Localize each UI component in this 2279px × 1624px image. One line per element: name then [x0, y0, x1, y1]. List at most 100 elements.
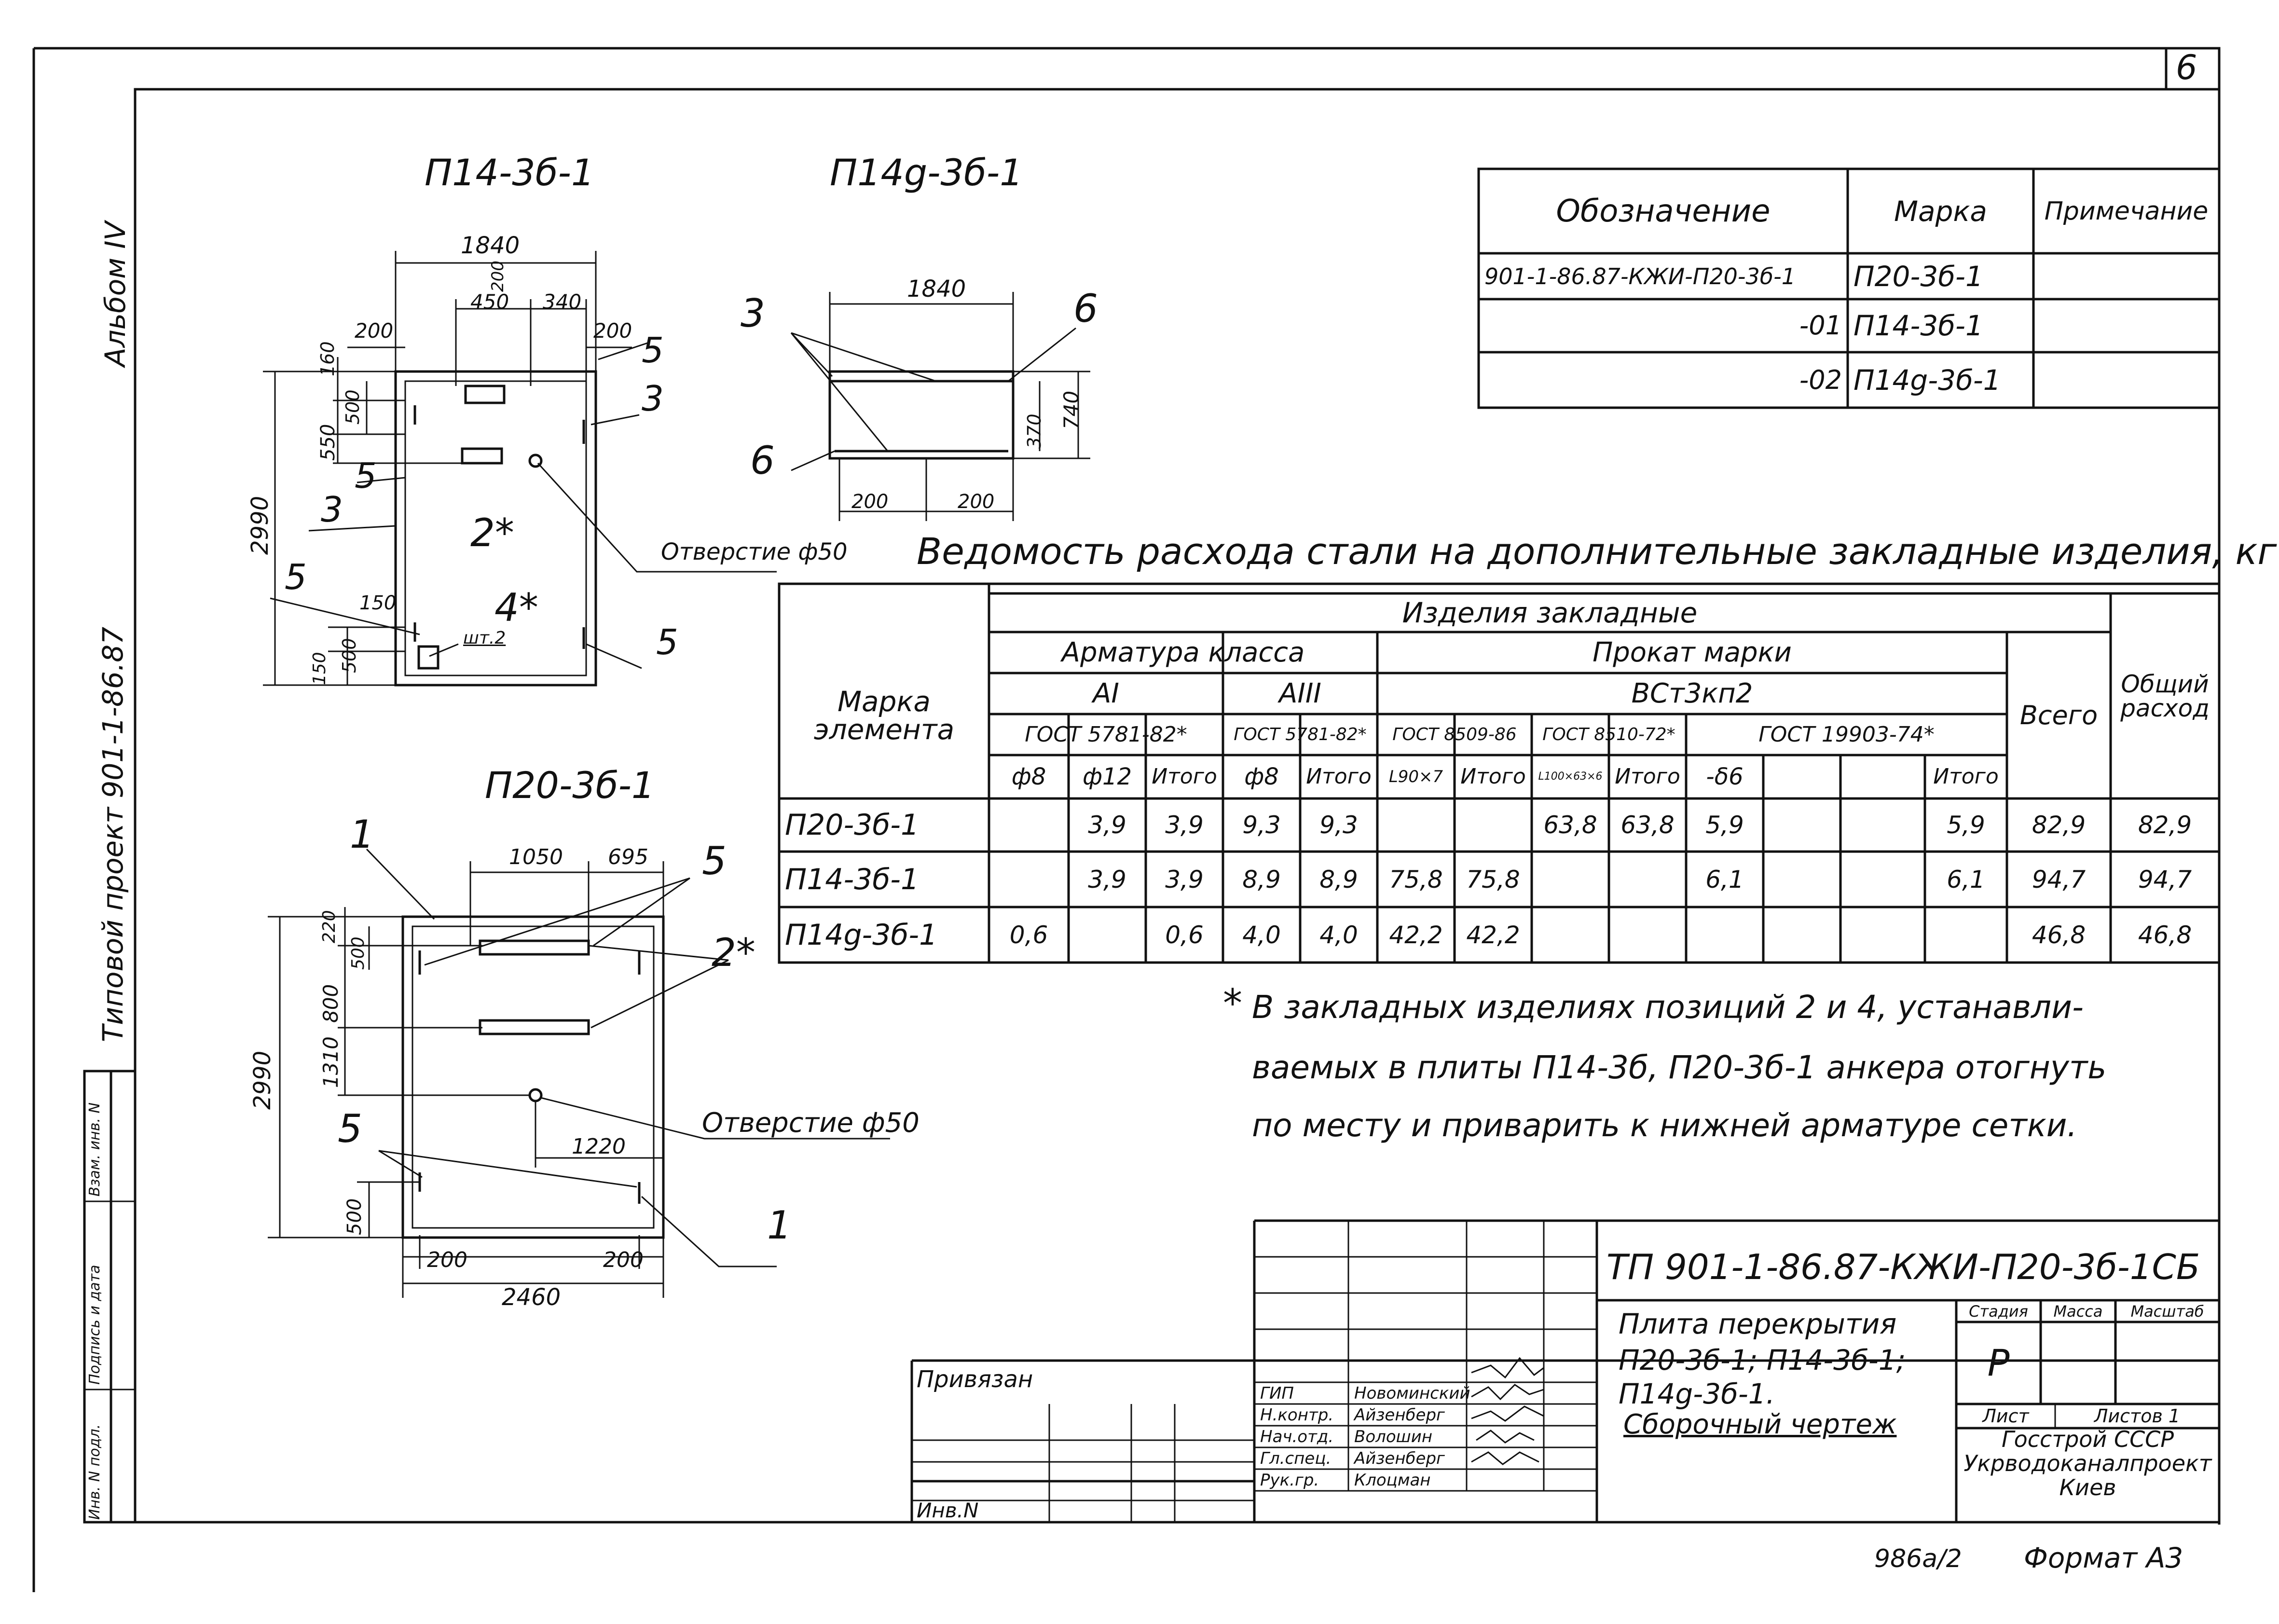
- steel-sub-6: L90×7: [1388, 767, 1443, 786]
- tb-code: ТП 901-1-86.87-КЖИ-П20-3б-1СБ: [1606, 1247, 2200, 1287]
- tb-sheet-h: Лист: [1982, 1405, 2029, 1427]
- p14-label-5a: 5: [642, 330, 664, 371]
- tb-person-name: Айзенберг: [1354, 1405, 1445, 1425]
- steel-cell: 94,7: [2032, 865, 2086, 894]
- steel-row-mark: П14-3б-1: [785, 862, 920, 896]
- steel-h-ai: АI: [1093, 677, 1119, 709]
- stamp-vzam: Взам. инв. N: [86, 1102, 103, 1197]
- p14-dim-150: 150: [359, 592, 397, 614]
- steel-sub-3: Итого: [1152, 764, 1217, 789]
- steel-cell: [1686, 907, 1763, 963]
- steel-cell: 42,2: [1389, 921, 1443, 949]
- spec-r1-mark: П20-3б-1: [1853, 260, 1983, 293]
- p20-dim-200-l: 200: [427, 1248, 467, 1272]
- p20-dim-500: 500: [348, 936, 368, 970]
- p14-dim-200-l: 200: [355, 319, 394, 343]
- spec-h-mark: Марка: [1894, 194, 1987, 228]
- p14-dim-450: 450: [470, 290, 509, 314]
- tb-mass-h: Масса: [2053, 1302, 2103, 1321]
- p20-dim-695: 695: [608, 845, 648, 869]
- steel-cell: 75,8: [1389, 865, 1443, 894]
- steel-cell: 94,7: [2138, 865, 2192, 894]
- p20-label-5b: 5: [338, 1106, 362, 1151]
- p14-dim-150b: 150: [310, 652, 329, 685]
- spec-r1-designation: 901-1-86.87-КЖИ-П20-3б-1: [1484, 263, 1796, 289]
- steel-cell: 6,1: [1705, 865, 1744, 894]
- tb-org2: Укрводоканалпроект: [1963, 1450, 2212, 1476]
- steel-sub-9: Итого: [1615, 764, 1680, 789]
- steel-cell: [1763, 852, 1840, 907]
- steel-h-gost2: ГОСТ 5781-82*: [1234, 724, 1367, 744]
- tb-inv: Инв.N: [917, 1499, 979, 1522]
- steel-cell: 46,8: [2138, 921, 2192, 949]
- tb-scale-h: Масштаб: [2130, 1302, 2204, 1321]
- steel-cell: 8,9: [1319, 865, 1358, 894]
- tb-person-name: Волошин: [1354, 1427, 1433, 1446]
- steel-cell: 5,9: [1947, 811, 1985, 839]
- steel-cell: 4,0: [1319, 921, 1358, 949]
- tb-name3: П14g-3б-1.: [1619, 1377, 1775, 1410]
- steel-cell: 82,9: [2032, 811, 2086, 839]
- p14-dim-200-r: 200: [593, 319, 632, 343]
- steel-row-mark: П14g-3б-1: [785, 918, 938, 952]
- steel-cell: 0,6: [1009, 921, 1048, 949]
- steel-cell: [1840, 907, 1925, 963]
- steel-title: Ведомость расхода стали на дополнительны…: [917, 530, 2277, 573]
- steel-cell: 42,2: [1466, 921, 1520, 949]
- steel-h-gost4: ГОСТ 8510-72*: [1542, 724, 1675, 744]
- p20-dim-2460: 2460: [502, 1284, 561, 1311]
- p20-dim-height: 2990: [249, 1050, 276, 1110]
- steel-cell: [1532, 852, 1609, 907]
- title-p20: П20-3б-1: [485, 764, 655, 807]
- p14g-dim-200-l: 200: [851, 491, 889, 513]
- steel-cell: 63,8: [1543, 811, 1597, 839]
- sheet-number-box: [2165, 47, 2221, 91]
- p20-label-2star: 2*: [712, 930, 755, 975]
- p14-label-4star: 4*: [494, 585, 538, 630]
- tb-role: Гл.спец.: [1260, 1448, 1332, 1468]
- steel-cell: [1455, 798, 1532, 852]
- title-p14: П14-3б-1: [425, 151, 595, 194]
- p14-dim-340: 340: [543, 290, 582, 314]
- steel-cell: 9,3: [1242, 811, 1281, 839]
- note-line1: В закладных изделиях позиций 2 и 4, уста…: [1252, 989, 2084, 1026]
- steel-cell: 46,8: [2032, 921, 2086, 949]
- p20-dim-1050: 1050: [509, 845, 563, 869]
- p20-label-5a: 5: [702, 839, 727, 883]
- p20-dim-1220: 1220: [572, 1134, 626, 1159]
- p14g-label-3: 3: [741, 291, 765, 336]
- signatures: [1471, 1357, 1544, 1465]
- steel-cell: [989, 798, 1069, 852]
- tb-name4: Сборочный чертеж: [1623, 1409, 1897, 1440]
- steel-cell: [1609, 852, 1686, 907]
- steel-sub-7: Итого: [1460, 764, 1526, 789]
- tb-person-name: Клоцман: [1354, 1470, 1431, 1490]
- steel-cell: 3,9: [1165, 865, 1204, 894]
- tb-role: Н.контр.: [1260, 1405, 1334, 1425]
- p20-label-1b: 1: [767, 1203, 792, 1248]
- steel-cell: [1532, 907, 1609, 963]
- p14-label-5d: 5: [656, 622, 678, 662]
- steel-h-gost3: ГОСТ 8509-86: [1392, 724, 1517, 744]
- p14-label-3b: 3: [321, 489, 343, 530]
- p14-label-5b: 5: [355, 455, 377, 496]
- note-line2: ваемых в плиты П14-3б, П20-3б-1 анкера о…: [1252, 1049, 2107, 1086]
- footer-code: 986а/2: [1874, 1544, 1962, 1573]
- spec-r2-designation: -01: [1799, 310, 1842, 341]
- steel-cell: 3,9: [1088, 811, 1126, 839]
- plan-p14: [263, 251, 777, 687]
- tb-org1: Госстрой СССР: [2001, 1426, 2174, 1452]
- steel-h-grade: ВСт3кп2: [1631, 677, 1753, 709]
- steel-cell: [1763, 907, 1840, 963]
- p14g-dim-width: 1840: [907, 275, 966, 303]
- p20-dim-220: 220: [319, 910, 339, 943]
- spec-r3-designation: -02: [1799, 364, 1842, 395]
- steel-cell: [1763, 798, 1840, 852]
- plan-p20: [268, 848, 890, 1298]
- p14g-dim-200-r: 200: [958, 491, 995, 513]
- title-block-lines: [910, 1219, 2219, 1522]
- p14-label-5c: 5: [285, 557, 307, 597]
- steel-table-lines: [778, 582, 2221, 964]
- steel-sub-13: Итого: [1933, 764, 1999, 789]
- p20-label-1a: 1: [350, 812, 374, 857]
